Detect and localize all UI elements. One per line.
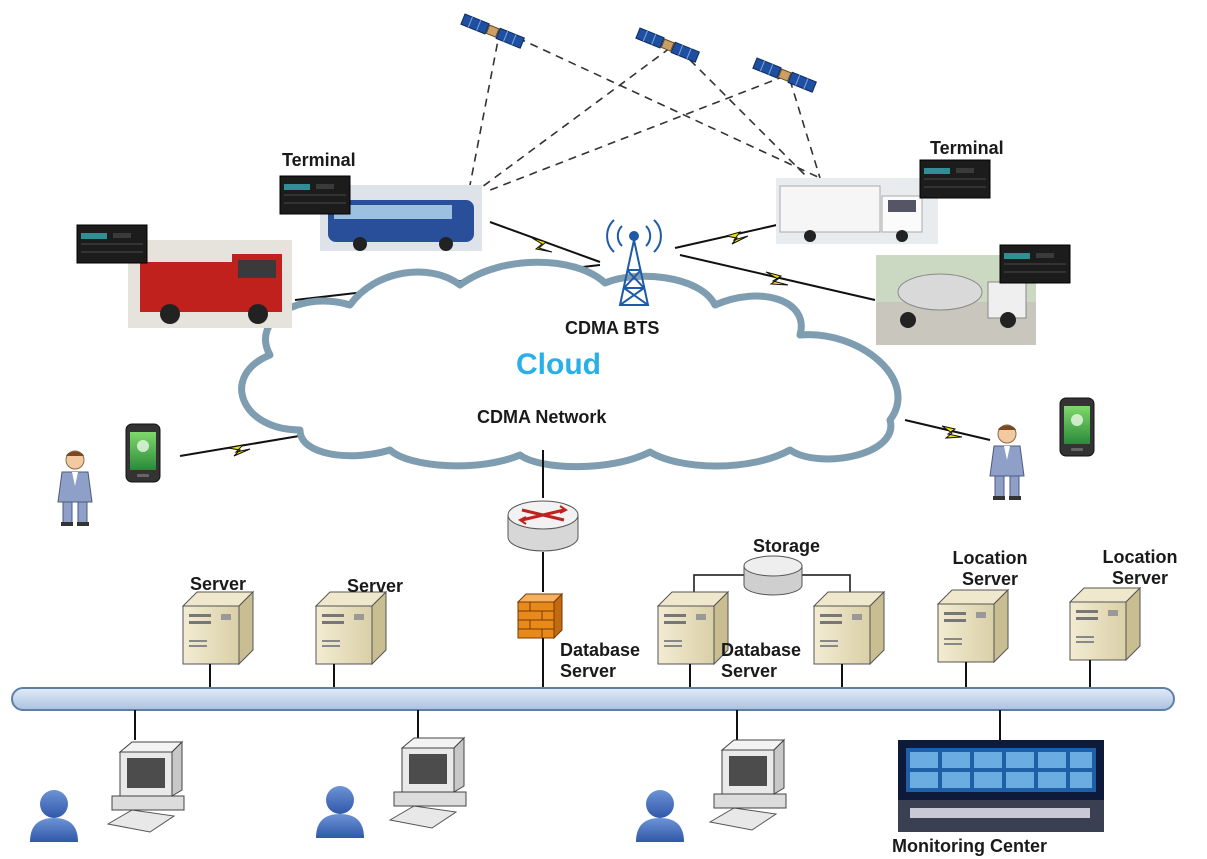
satellite-icon <box>635 27 700 63</box>
location-server-label-2-line1: Location <box>1102 547 1178 567</box>
lightning-icons <box>227 231 963 457</box>
gps-terminal-icon <box>919 159 991 199</box>
gps-terminal-icon <box>76 224 148 264</box>
satellite-icon <box>460 13 525 49</box>
server-icon <box>937 589 1009 663</box>
router-icon <box>507 500 579 552</box>
server-icon <box>1069 587 1141 661</box>
server-label-2: Server <box>347 576 404 596</box>
database-server-label-1-line1: Database <box>560 640 641 660</box>
cloud-label: Cloud <box>516 348 601 381</box>
cloud-shape <box>238 258 902 471</box>
satellite-links <box>469 29 821 193</box>
firewall-icon <box>516 592 564 640</box>
server-label-1: Server <box>190 574 247 594</box>
satellite-icon <box>752 57 817 93</box>
bus-drops-top <box>209 660 1091 690</box>
lan-bus <box>11 687 1175 711</box>
mobile-phone-icon <box>1059 397 1095 457</box>
server-icon <box>813 591 885 665</box>
bts-tower-icon <box>606 219 662 306</box>
terminal-label-left: Terminal <box>282 150 356 170</box>
database-server-label-1-line2: Server <box>560 661 617 681</box>
mixer-truck-image <box>876 255 1036 345</box>
network-label: CDMA Network <box>477 407 607 427</box>
location-server-label-1-line2: Server <box>961 569 1019 589</box>
database-server-label-2: Database Server <box>721 640 801 682</box>
location-server-label-1-line1: Location <box>952 548 1028 568</box>
person-icon <box>57 450 93 527</box>
bts-label: CDMA BTS <box>565 318 660 338</box>
gps-terminal-icon <box>999 244 1071 284</box>
workstation-icon <box>107 741 185 833</box>
cargo-truck-image <box>776 178 938 244</box>
storage-icon <box>743 555 803 596</box>
database-server-label-2-line2: Server <box>721 661 778 681</box>
fire-truck-image <box>128 240 292 328</box>
user-icon <box>30 790 78 842</box>
location-server-label-1: Location Server <box>953 548 1028 590</box>
person-icon <box>989 424 1025 501</box>
user-icon <box>316 786 364 838</box>
database-server-label-2-line1: Database <box>721 640 802 660</box>
bus-drops-bottom <box>134 710 1001 740</box>
storage-label: Storage <box>753 536 821 556</box>
database-server-label-1: Database Server <box>560 640 640 682</box>
gps-terminal-icon <box>279 175 351 215</box>
server-icon <box>182 591 254 665</box>
location-server-label-2: Location Server <box>1103 547 1178 589</box>
terminal-label-right: Terminal <box>930 138 1004 158</box>
server-icon <box>315 591 387 665</box>
workstation-icon <box>709 739 787 831</box>
server-icon <box>657 591 729 665</box>
workstation-icon <box>389 737 467 829</box>
location-server-label-2-line2: Server <box>1111 568 1169 588</box>
monitoring-center-label: Monitoring Center <box>892 836 1047 856</box>
user-icon <box>636 790 684 842</box>
monitoring-center-image <box>898 740 1104 832</box>
mobile-phone-icon <box>125 423 161 483</box>
